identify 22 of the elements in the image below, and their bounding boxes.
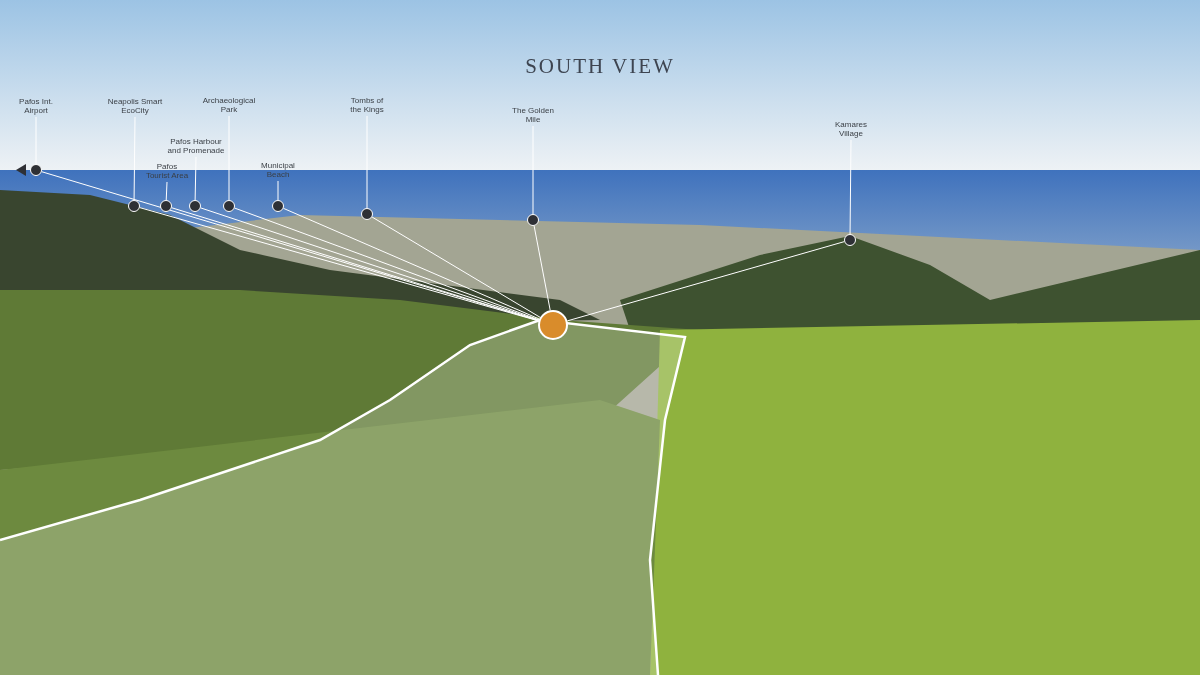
sight-line [533, 225, 551, 311]
place-label: Pafos Harbour and Promenade [167, 137, 225, 155]
leader-line [849, 139, 852, 235]
place-label: Neapolis Smart EcoCity [107, 97, 163, 115]
leader-line [194, 156, 197, 201]
place-label: Archaeological Park [199, 96, 259, 114]
leader-line [277, 180, 279, 201]
place-label: Tombs of the Kings [347, 96, 387, 114]
leader-line [366, 115, 368, 209]
place-label: Pafos Int. Airport [16, 97, 56, 115]
sight-line [283, 207, 540, 320]
sight-line [566, 241, 845, 322]
leader-line [165, 181, 168, 201]
place-label: Municipal Beach [258, 161, 298, 179]
leader-line [133, 116, 136, 201]
title: SOUTH VIEW [524, 54, 676, 79]
leader-line [532, 125, 534, 215]
place-label: Kamares Village [831, 120, 871, 138]
leader-line [228, 115, 230, 201]
place-label: Pafos Tourist Area [145, 162, 189, 180]
sight-line [371, 216, 541, 318]
place-label: The Golden Mile [509, 106, 557, 124]
